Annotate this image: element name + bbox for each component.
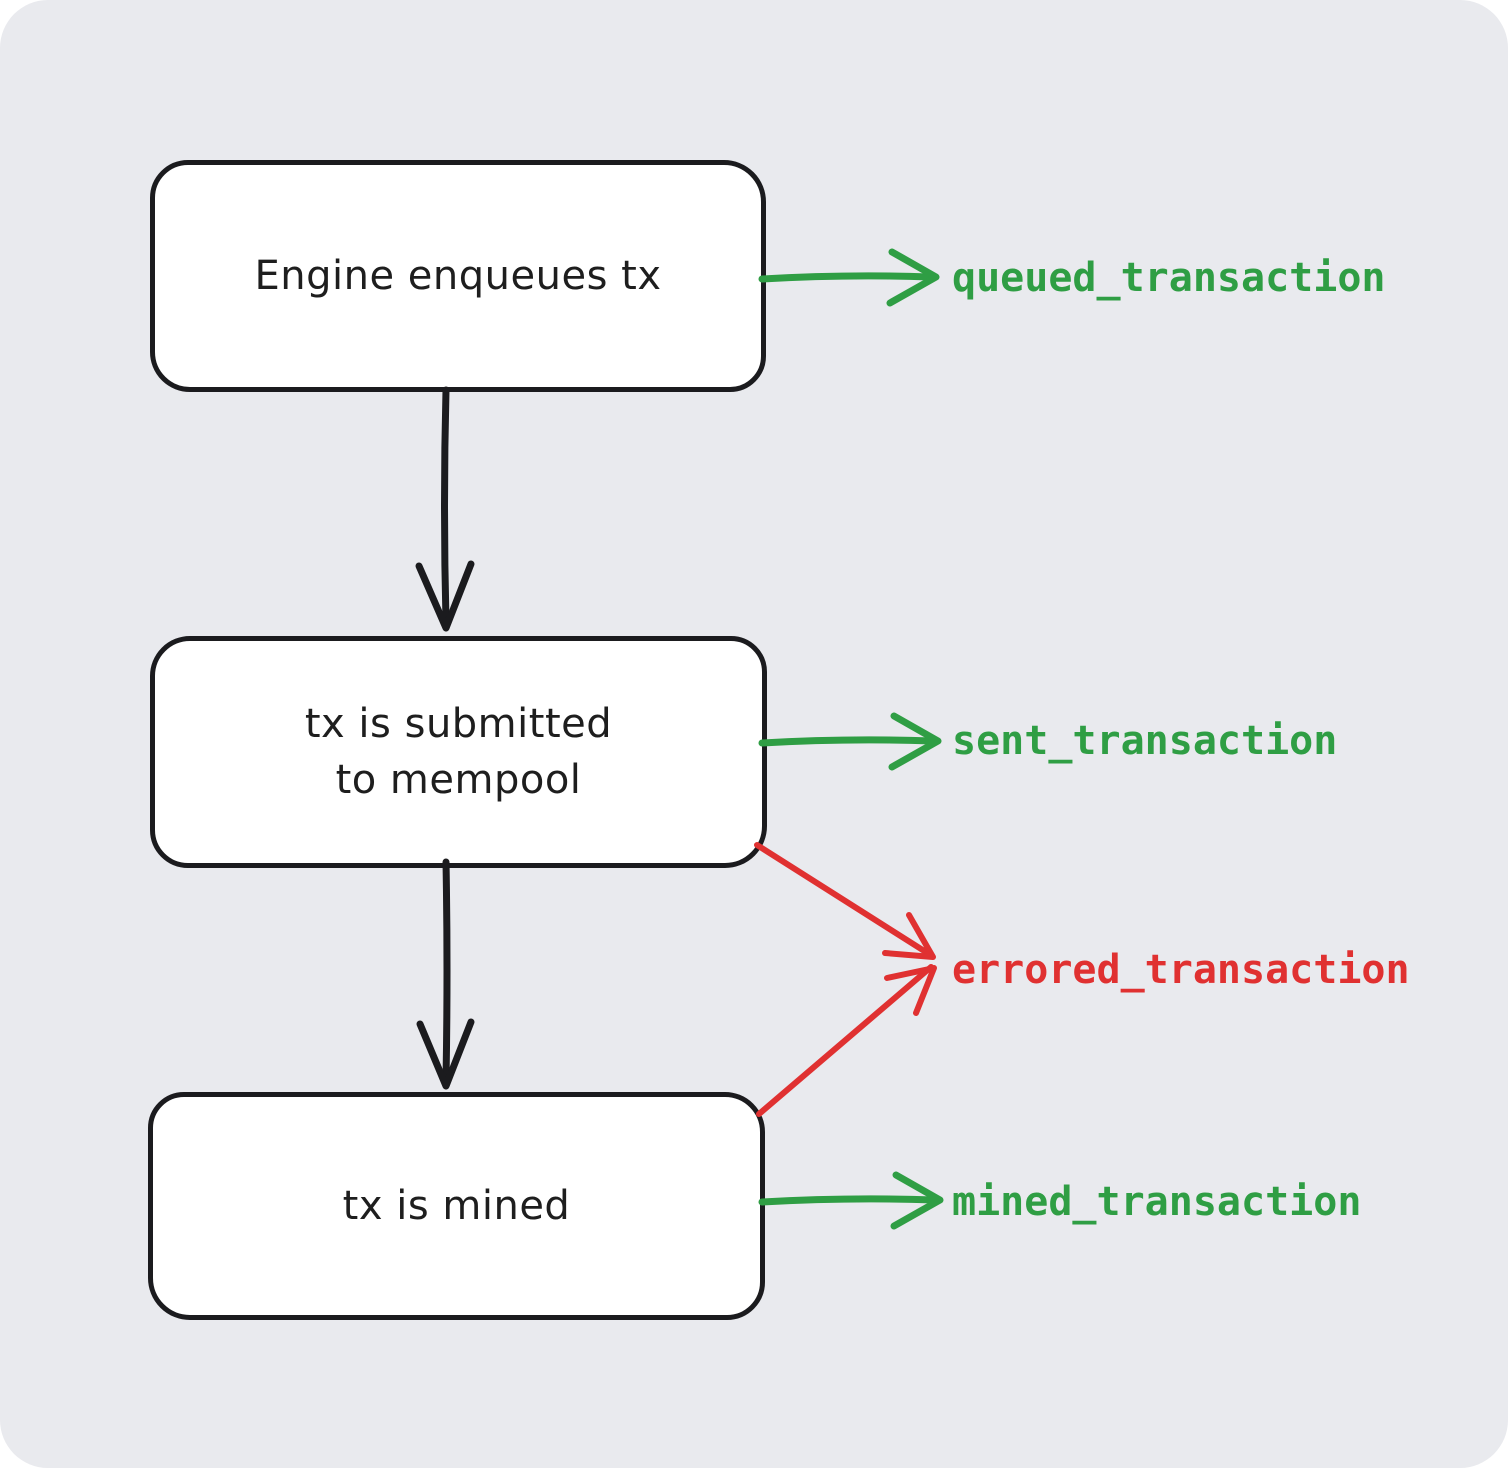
node-tx-submitted-to-mempool: tx is submitted to mempool [150, 636, 767, 868]
node-label: tx is submitted to mempool [304, 701, 613, 803]
event-label-errored-transaction: errored_transaction [952, 947, 1410, 993]
event-label-mined-transaction: mined_transaction [952, 1179, 1362, 1225]
node-tx-is-mined: tx is mined [148, 1092, 765, 1320]
node-label: tx is mined [342, 1183, 571, 1229]
event-label-queued-transaction: queued_transaction [952, 255, 1386, 301]
node-engine-enqueues-tx: Engine enqueues tx [150, 160, 766, 392]
event-label-sent-transaction: sent_transaction [952, 718, 1338, 764]
node-label: Engine enqueues tx [254, 253, 662, 299]
